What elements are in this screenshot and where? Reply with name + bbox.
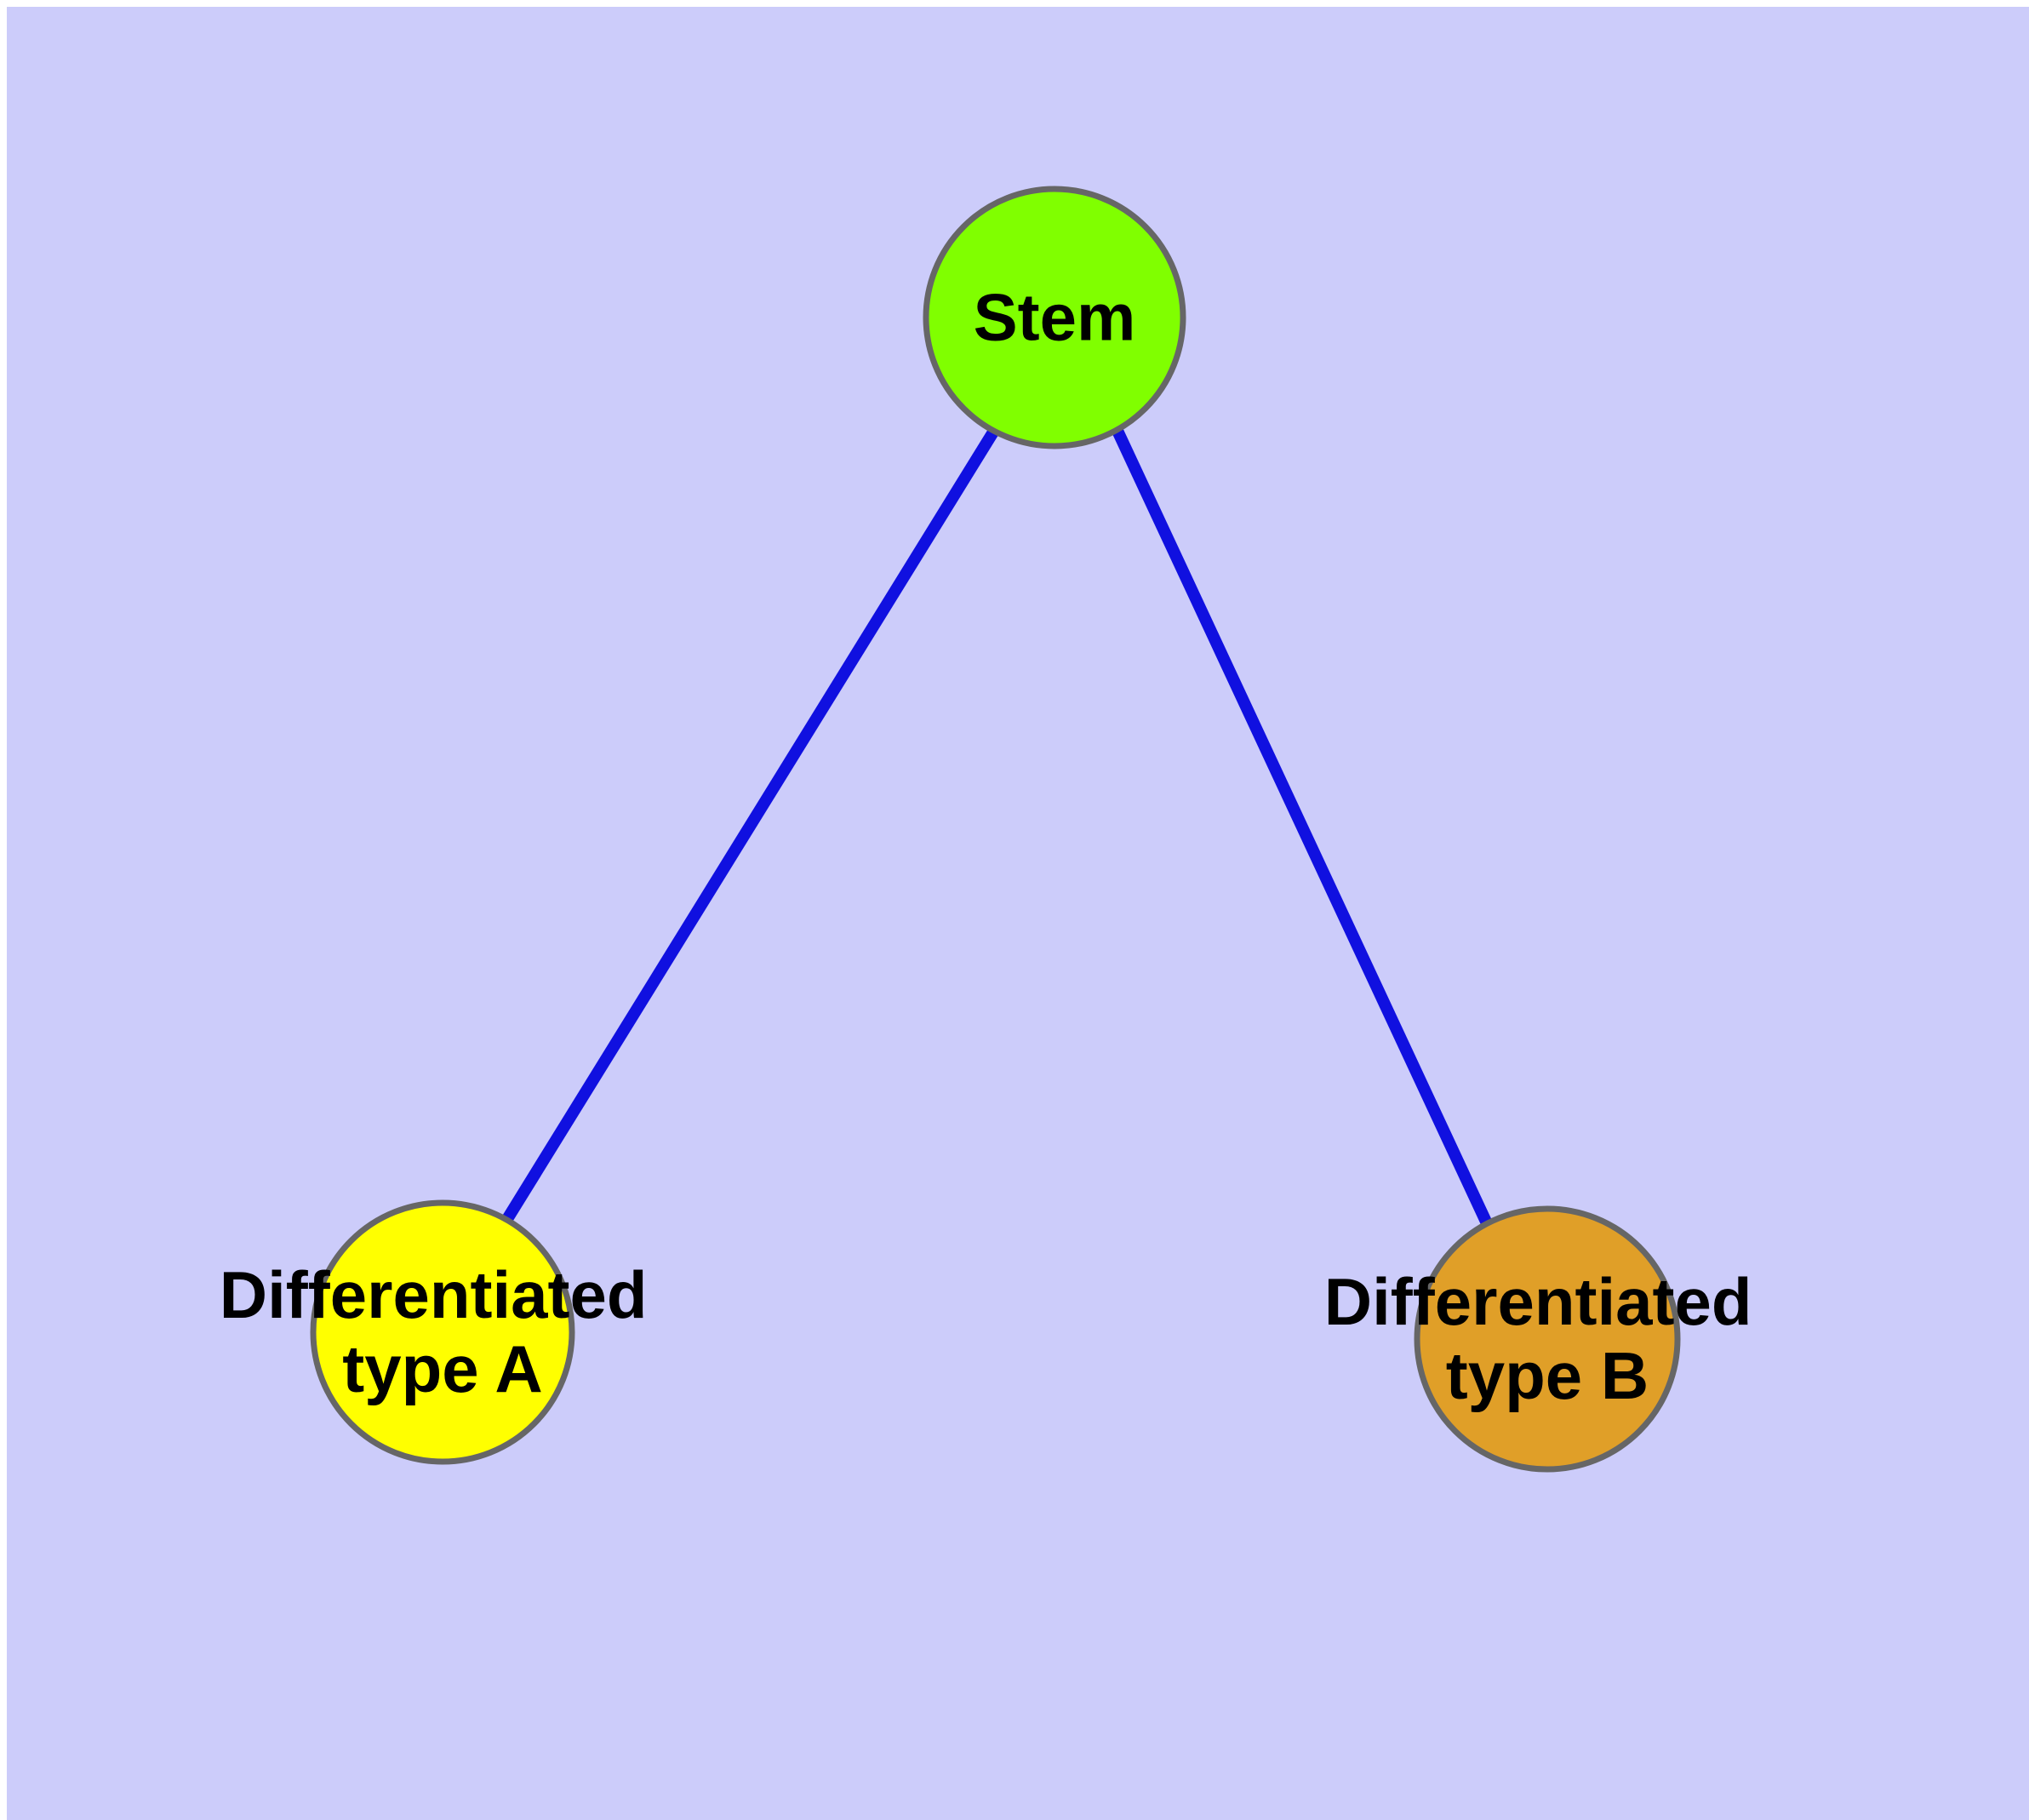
node-differentiated-type-a-label: Differentiated type A bbox=[220, 1257, 666, 1406]
edge-stem-to-differentiated-type-b bbox=[1112, 428, 1492, 1224]
edge-stem-to-differentiated-type-a bbox=[502, 427, 999, 1222]
node-stem-circle[interactable] bbox=[923, 186, 1186, 449]
node-differentiated-type-b-circle[interactable] bbox=[1414, 1205, 1681, 1473]
diagram-plot-area: Stem Differentiated type A Differentiate… bbox=[7, 7, 2029, 1820]
node-differentiated-type-a-circle[interactable] bbox=[310, 1199, 575, 1465]
edge-group bbox=[502, 427, 1492, 1224]
node-differentiated-type-a-label-line-1: Differentiated bbox=[220, 1257, 648, 1332]
node-label-group: Stem Differentiated type A Differentiate… bbox=[220, 280, 1770, 1414]
node-differentiated-type-b-label: Differentiated type B bbox=[1324, 1264, 1770, 1413]
node-differentiated-type-a[interactable] bbox=[310, 1199, 575, 1465]
node-differentiated-type-b-label-line-2: type B bbox=[1446, 1338, 1649, 1413]
node-differentiated-type-a-label-line-2: type A bbox=[342, 1331, 543, 1406]
node-differentiated-type-b-label-line-1: Differentiated bbox=[1324, 1264, 1752, 1339]
node-group bbox=[310, 186, 1681, 1473]
cell-differentiation-graph: Stem Differentiated type A Differentiate… bbox=[220, 186, 1770, 1473]
node-stem-label: Stem bbox=[974, 280, 1136, 355]
node-differentiated-type-b[interactable] bbox=[1414, 1205, 1681, 1473]
node-stem[interactable] bbox=[923, 186, 1186, 449]
